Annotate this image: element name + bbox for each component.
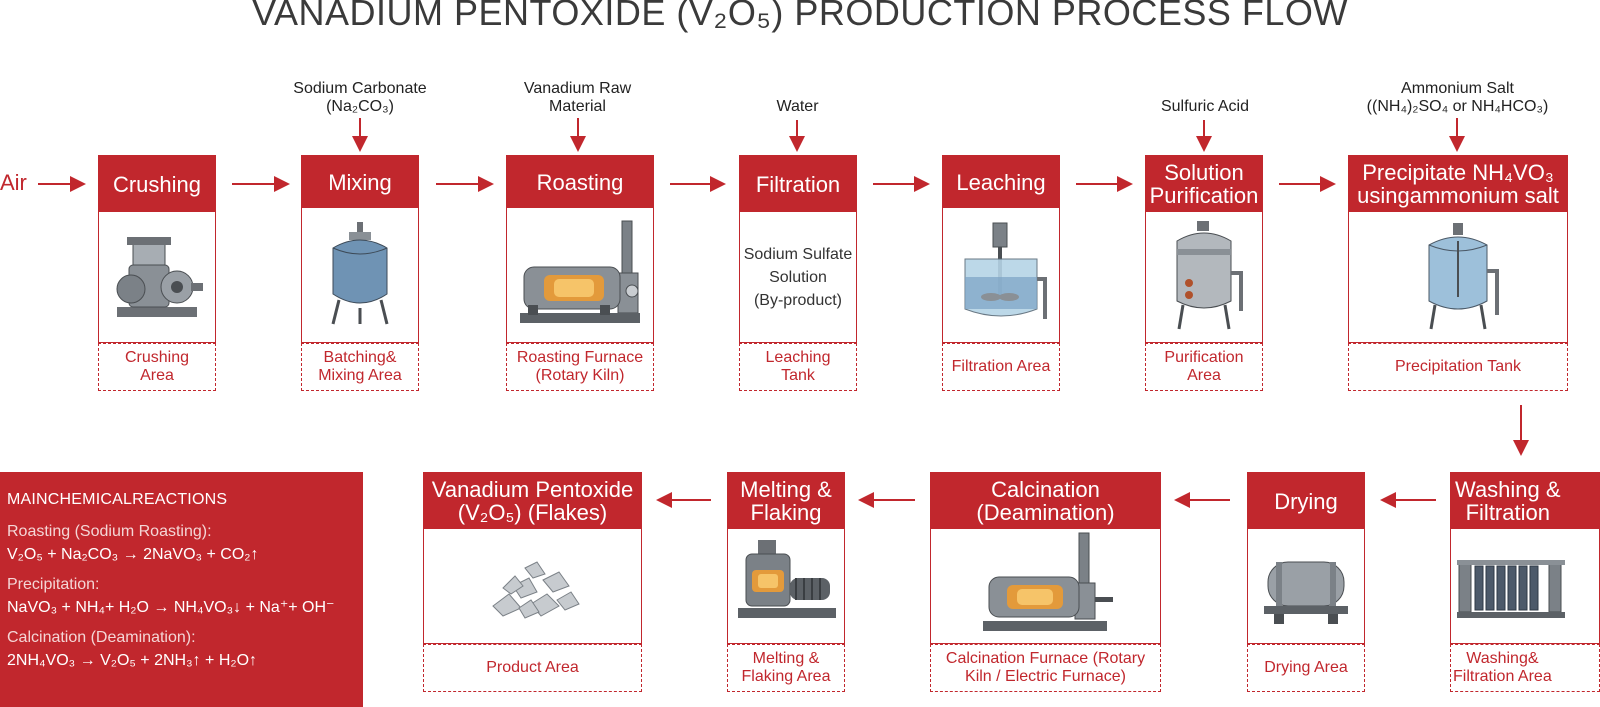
rotary-kiln-icon <box>507 208 653 342</box>
step-melting-flaking: Melting &Flaking <box>727 472 845 644</box>
area-washing-filtration: Washing&Filtration Area <box>1450 644 1600 692</box>
step-washing-filtration: Washing &Filtration <box>1450 472 1600 644</box>
step-crushing: Crushing <box>98 155 216 343</box>
melting-furnace-icon <box>728 529 844 643</box>
step-title: Mixing <box>302 156 418 208</box>
leaching-tank-icon <box>943 208 1059 342</box>
step-product: Vanadium Pentoxide(V₂O₅) (Flakes) <box>423 472 642 644</box>
step-title: Calcination(Deamination) <box>931 473 1160 529</box>
area-precipitation-tank: Precipitation Tank <box>1348 343 1568 391</box>
reaction-precipitation: Precipitation: NaVO₃ + NH₄+ H₂O → NH₄VO₃… <box>7 576 335 616</box>
purification-vessel-icon <box>1146 212 1262 342</box>
calcination-kiln-icon <box>931 529 1160 643</box>
step-title: Drying <box>1248 473 1364 529</box>
input-sulfuric-acid: Sulfuric Acid <box>1160 98 1250 115</box>
step-roasting: Roasting <box>506 155 654 343</box>
step-title: Vanadium Pentoxide(V₂O₅) (Flakes) <box>424 473 641 529</box>
area-drying: Drying Area <box>1247 644 1365 692</box>
step-title: Roasting <box>507 156 653 208</box>
area-roasting-furnace: Roasting Furnace(Rotary Kiln) <box>506 343 654 391</box>
dryer-icon <box>1248 529 1364 643</box>
step-title: Melting &Flaking <box>728 473 844 529</box>
step-calcination: Calcination(Deamination) <box>930 472 1161 644</box>
input-sodium-carbonate: Sodium Carbonate(Na₂CO₃) <box>293 80 427 115</box>
step-title: Leaching <box>943 156 1059 208</box>
filter-press-icon <box>1451 529 1599 643</box>
area-batching-mixing: Batching&Mixing Area <box>301 343 419 391</box>
air-input-label: Air <box>0 170 27 195</box>
mixing-tank-icon <box>302 208 418 342</box>
flakes-icon <box>424 529 641 643</box>
step-title: Filtration <box>740 156 856 212</box>
main-chemical-reactions-panel: MAINCHEMICALREACTIONS Roasting (Sodium R… <box>0 472 363 707</box>
reactions-title: MAINCHEMICALREACTIONS <box>7 491 228 508</box>
step-leaching: Leaching <box>942 155 1060 343</box>
step-filtration: Filtration Sodium Sulfate Solution (By-p… <box>739 155 857 343</box>
step-mixing: Mixing <box>301 155 419 343</box>
reaction-roasting: Roasting (Sodium Roasting): V₂O₅ + Na₂CO… <box>7 523 259 563</box>
step-title: Washing &Filtration <box>1451 473 1599 529</box>
input-ammonium-salt: Ammonium Salt((NH₄)₂SO₄ or NH₄HCO₃) <box>1366 80 1549 115</box>
area-filtration: Filtration Area <box>942 343 1060 391</box>
input-water: Water <box>776 98 819 115</box>
by-product-note: Sodium Sulfate Solution (By-product) <box>743 245 853 309</box>
step-title: Crushing <box>99 156 215 212</box>
reaction-calcination: Calcination (Deamination): 2NH₄VO₃ → V₂O… <box>7 629 258 669</box>
area-melting-flaking: Melting &Flaking Area <box>727 644 845 692</box>
step-drying: Drying <box>1247 472 1365 644</box>
area-product: Product Area <box>423 644 642 692</box>
diagram-title: VANADIUM PENTOXIDE (V₂O₅) PRODUCTION PRO… <box>252 0 1348 33</box>
precipitation-tank-icon <box>1349 212 1567 342</box>
crusher-icon <box>99 212 215 342</box>
